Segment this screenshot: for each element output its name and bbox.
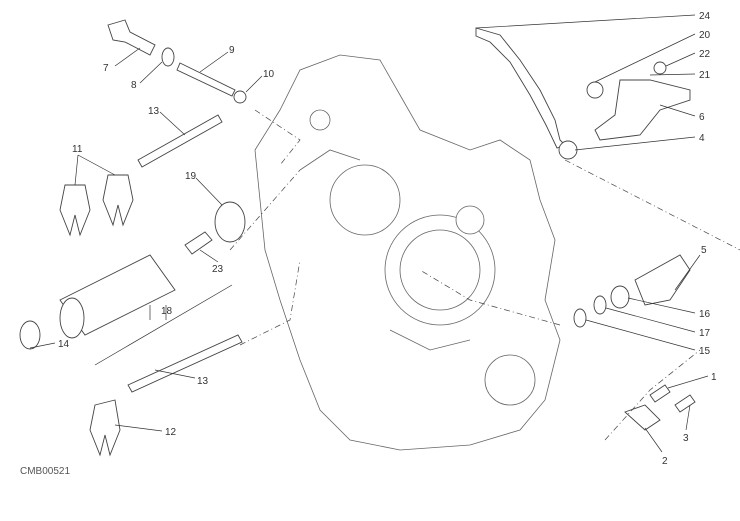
spring-20 [586, 81, 604, 99]
pin-7 [107, 19, 156, 56]
label-6: 6 [699, 112, 705, 123]
shift-lever-24 [475, 27, 566, 149]
label-12: 12 [165, 427, 177, 438]
assembly-lines [229, 109, 740, 441]
shift-drum [59, 254, 176, 339]
circlip-22 [653, 61, 667, 75]
washer-8 [161, 47, 175, 67]
label-18: 18 [161, 306, 173, 317]
forks-11 [59, 174, 134, 237]
diagram-code: CMB00521 [20, 466, 70, 477]
screw-1 [649, 384, 671, 403]
label-7: 7 [103, 63, 109, 74]
plate-2 [624, 404, 661, 431]
label-16: 16 [699, 309, 711, 320]
label-9: 9 [229, 45, 235, 56]
label-5: 5 [701, 245, 707, 256]
label-15: 15 [699, 346, 711, 357]
circlip-15 [573, 308, 587, 328]
screw-3 [674, 394, 696, 413]
fork-12 [89, 399, 121, 457]
label-22: 22 [699, 49, 711, 60]
bracket-5 [634, 254, 691, 306]
bolt-23 [184, 231, 213, 255]
spring-9 [176, 62, 236, 97]
label-13-lower: 13 [197, 376, 209, 387]
label-11: 11 [72, 144, 83, 155]
spring-4 [558, 140, 578, 160]
washer-17 [593, 295, 607, 315]
shift-shaft-6 [594, 79, 691, 141]
label-20: 20 [699, 30, 711, 41]
label-21: 21 [699, 70, 711, 81]
label-10: 10 [263, 69, 275, 80]
seal-16 [610, 285, 630, 309]
label-24: 24 [699, 11, 711, 22]
label-19: 19 [185, 171, 197, 182]
fork-rod-13a [137, 114, 223, 168]
fork-rod-13b [127, 334, 243, 393]
label-14: 14 [58, 339, 70, 350]
o-ring-14 [19, 320, 41, 350]
crankcase [254, 54, 561, 451]
label-17: 17 [699, 328, 711, 339]
label-13-upper: 13 [148, 106, 160, 117]
label-2: 2 [662, 456, 668, 467]
label-23: 23 [212, 264, 224, 275]
label-4: 4 [699, 133, 705, 144]
ball-10 [233, 90, 247, 104]
o-ring-19 [214, 201, 246, 243]
bracket-line-18 [94, 284, 233, 366]
leader-lines [29, 14, 709, 453]
label-3: 3 [683, 433, 689, 444]
label-8: 8 [131, 80, 137, 91]
label-1: 1 [711, 372, 717, 383]
